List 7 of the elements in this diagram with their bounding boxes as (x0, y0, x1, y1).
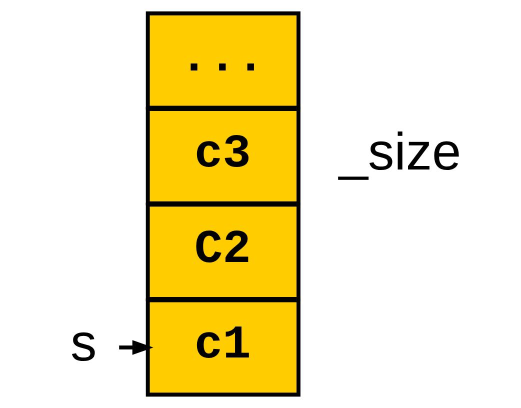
node-box: ... (146, 11, 300, 110)
node-text: s (70, 314, 97, 373)
node-box: C2 (146, 202, 300, 301)
node-box: c3 (146, 107, 300, 206)
arrow (119, 340, 154, 355)
node-box: c1 (146, 298, 300, 397)
label: _size (338, 123, 462, 182)
